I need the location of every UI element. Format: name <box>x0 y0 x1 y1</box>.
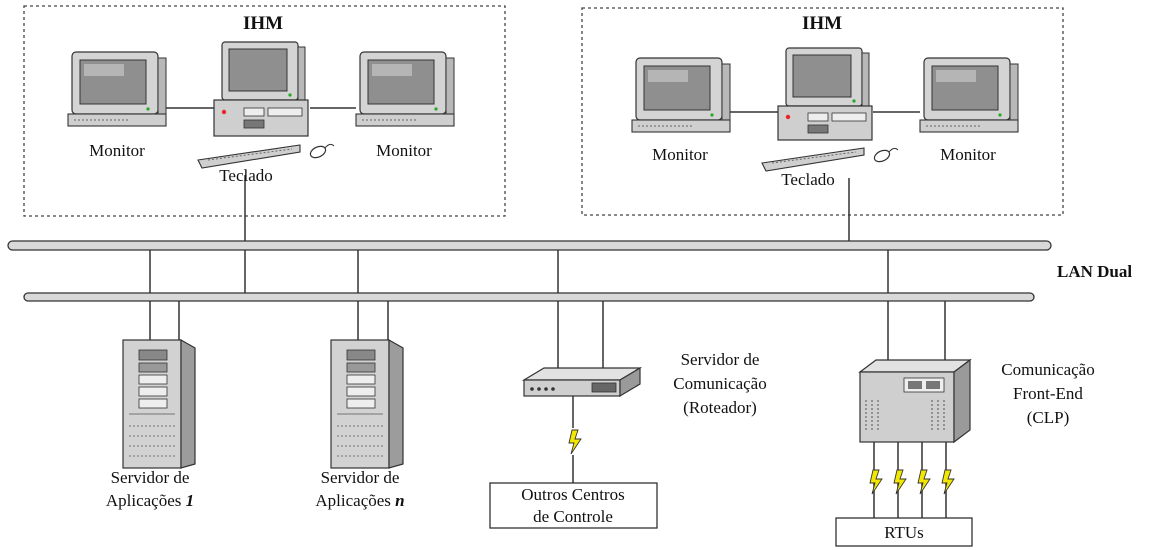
router-label-line1: Servidor de <box>681 350 760 369</box>
hmi-right-monitor-right-icon <box>919 57 1019 133</box>
hmi-right-group: IHM Monitor Monitor Teclado <box>581 7 1064 243</box>
app-server-1-label-line2: Aplicações 1 <box>106 491 194 510</box>
router-label-line3: (Roteador) <box>683 398 757 417</box>
app-server-n-label-line1: Servidor de <box>321 468 400 487</box>
other-centers-label-line1: Outros Centros <box>521 485 624 504</box>
rtus-label: RTUs <box>884 523 924 542</box>
router-icon <box>521 366 643 398</box>
frontend-label-line1: Comunicação <box>1001 360 1094 379</box>
hmi-left-monitor-left-icon <box>67 51 167 127</box>
lan-bus-upper <box>7 240 1052 251</box>
lightning-rtu-3-icon <box>917 469 931 495</box>
hmi-left-monitor-right-label: Monitor <box>376 141 432 160</box>
hmi-left-workstation-icon <box>213 41 309 137</box>
rtus-box <box>835 517 973 547</box>
hmi-right-monitor-left-label: Monitor <box>652 145 708 164</box>
hmi-right-frame <box>581 7 1064 216</box>
app-server-n-label-line2: Aplicações n <box>315 491 404 510</box>
hmi-left-group: IHM Monitor Monitor Teclado <box>23 5 506 298</box>
hmi-right-title: IHM <box>802 13 842 34</box>
hmi-right-keyboard-label: Teclado <box>781 170 835 189</box>
hmi-left-monitor-left-label: Monitor <box>89 141 145 160</box>
hmi-left-keyboard-icon <box>197 144 301 169</box>
lan-bus-lower <box>23 292 1035 302</box>
hmi-right-keyboard-icon <box>761 147 865 172</box>
lan-dual-label: LAN Dual <box>1057 262 1132 281</box>
hmi-left-frame <box>23 5 506 217</box>
hmi-left-mouse-icon <box>309 143 335 159</box>
app-server-1-label-line1: Servidor de <box>111 468 190 487</box>
lightning-rtu-4-icon <box>941 469 955 495</box>
lightning-router-icon <box>568 429 582 455</box>
router-label-line2: Comunicação <box>673 374 766 393</box>
hmi-right-workstation-icon <box>777 47 873 141</box>
lightning-rtu-2-icon <box>893 469 907 495</box>
hmi-right-monitor-right-label: Monitor <box>940 145 996 164</box>
hmi-right-monitor-left-icon <box>631 57 731 133</box>
hmi-left-monitor-right-icon <box>355 51 455 127</box>
other-centers-box <box>489 482 658 529</box>
frontend-label-line2: Front-End <box>1013 384 1083 403</box>
frontend-clp-icon <box>858 358 972 444</box>
other-centers-label-line2: de Controle <box>533 507 613 526</box>
hmi-left-keyboard-label: Teclado <box>219 166 273 185</box>
rtu-links <box>869 442 955 518</box>
lightning-rtu-1-icon <box>869 469 883 495</box>
hmi-right-mouse-icon <box>873 147 899 163</box>
app-server-n-icon <box>330 339 404 469</box>
app-server-1-icon <box>122 339 196 469</box>
hmi-left-title: IHM <box>243 13 283 34</box>
frontend-label-line3: (CLP) <box>1027 408 1070 427</box>
lan-dual: LAN Dual <box>7 240 1132 370</box>
